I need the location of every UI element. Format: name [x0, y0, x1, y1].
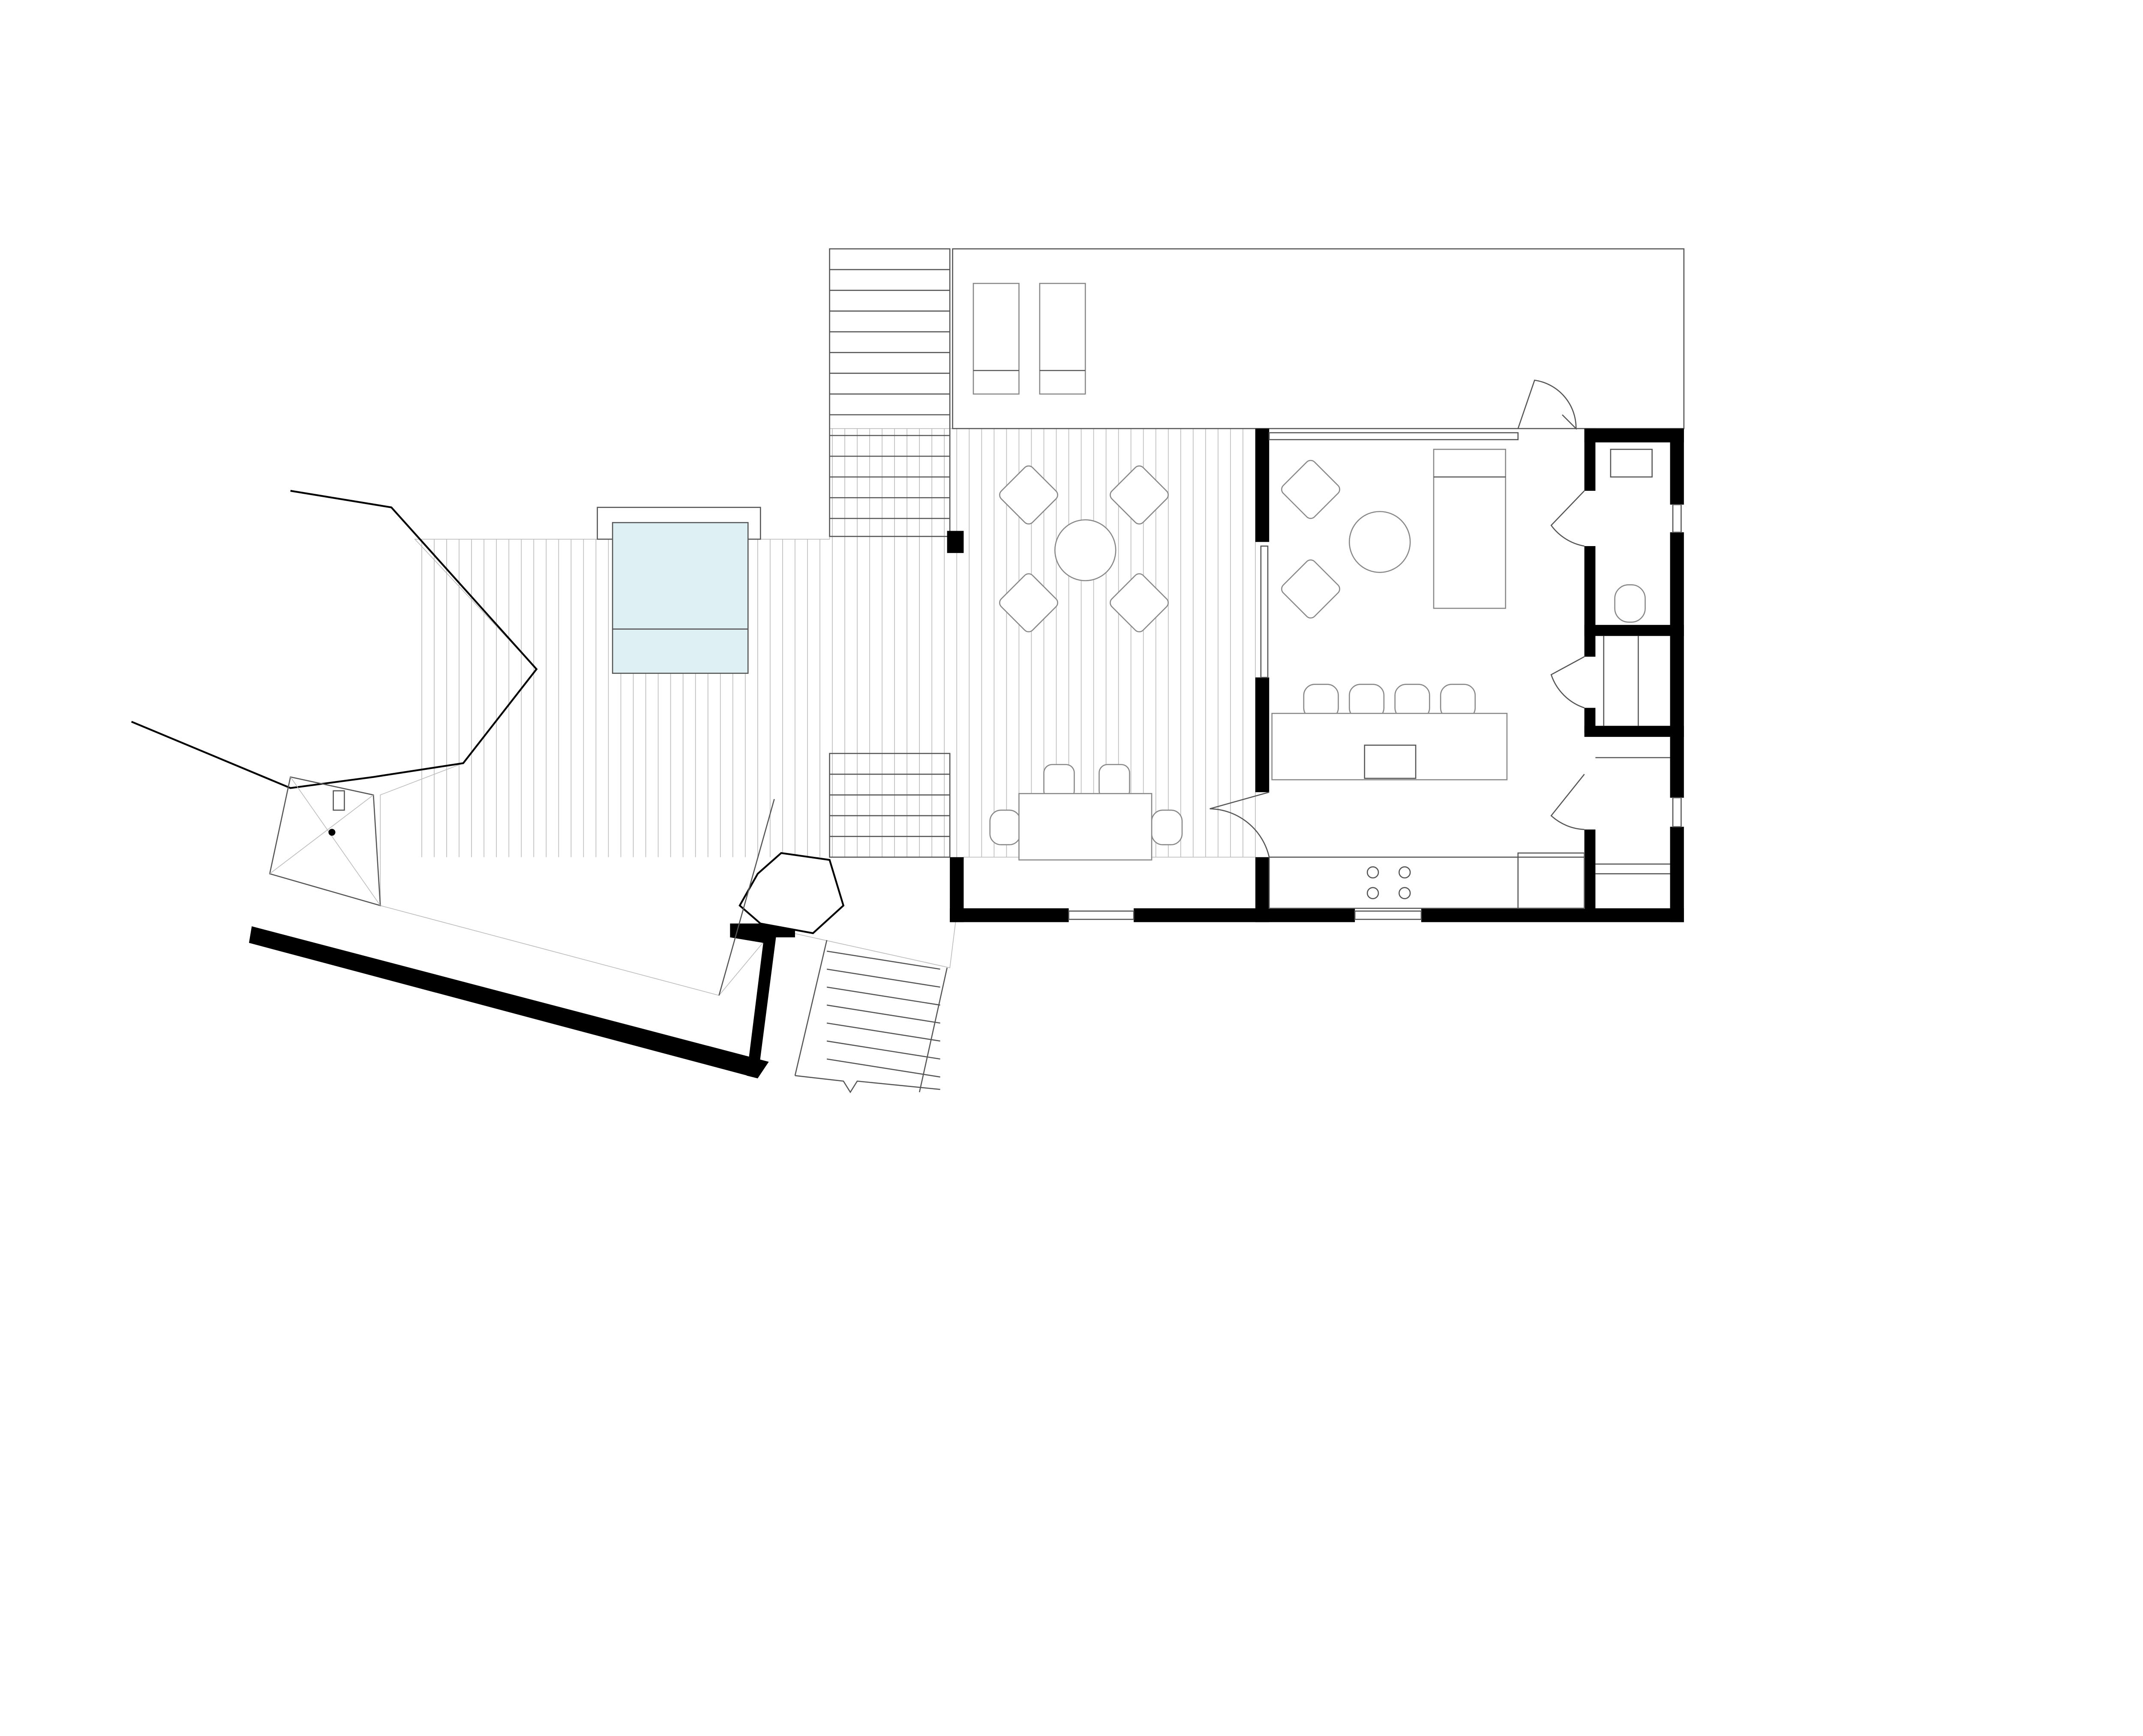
lower-terrain-line — [718, 799, 775, 996]
stair-outline — [829, 753, 951, 858]
sun-lounger — [1039, 282, 1086, 395]
terrain-edge-upper — [131, 490, 538, 789]
line — [826, 1004, 940, 1024]
lower-terrain-line — [795, 1075, 940, 1093]
line — [918, 967, 948, 1093]
line — [826, 1022, 940, 1042]
cooktop-icon — [1366, 866, 1411, 899]
rock-outcrop — [738, 852, 845, 934]
living-area — [1281, 448, 1507, 619]
sun-lounger — [972, 282, 1020, 395]
doors — [1210, 379, 1585, 858]
deck-boards — [421, 428, 1243, 857]
long-table-set — [989, 764, 1183, 861]
deck-outline — [380, 428, 1256, 996]
floor-plan — [131, 248, 1685, 1093]
kitchen-island — [1271, 684, 1508, 781]
middle-stairs — [829, 753, 951, 858]
stair-outline — [829, 248, 951, 537]
upper-stairs — [829, 248, 951, 537]
pergola — [269, 776, 381, 907]
line — [826, 968, 940, 988]
line — [826, 986, 940, 1006]
pool — [612, 522, 749, 674]
walls — [249, 428, 1684, 1078]
lower-stairs — [794, 940, 948, 1093]
upper-terrace — [952, 248, 1685, 429]
kitchen-counter — [1268, 852, 1585, 909]
outdoor-table-set — [999, 465, 1169, 633]
line — [826, 1040, 940, 1060]
windows — [1068, 432, 1682, 920]
sink-icon — [1364, 745, 1417, 779]
line — [826, 950, 940, 970]
bathroom — [1595, 448, 1670, 874]
line — [794, 940, 828, 1076]
line — [826, 1058, 940, 1078]
